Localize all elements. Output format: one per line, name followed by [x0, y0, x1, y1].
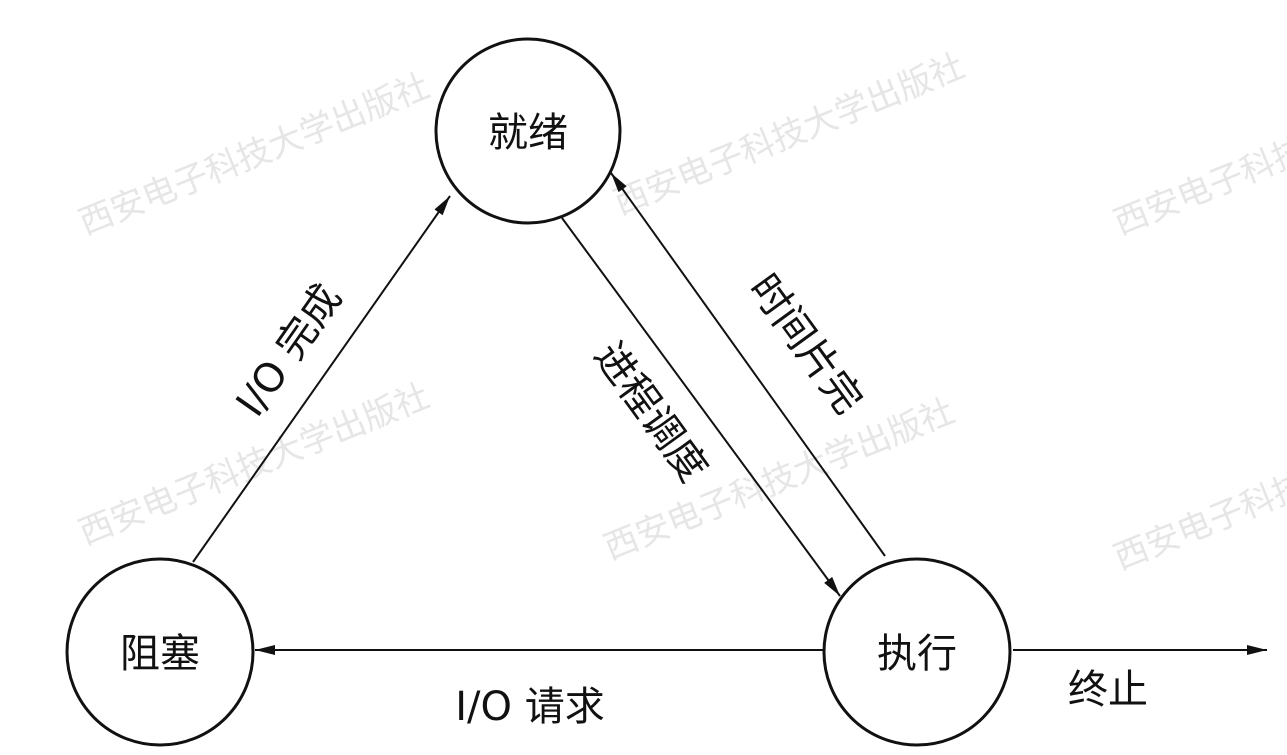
schedule-arrow: [561, 217, 841, 597]
state-ready-label: 就绪: [488, 110, 568, 156]
watermark-text: 西安电子科技大学出版社: [608, 46, 970, 223]
schedule-label: 进程调度: [585, 334, 716, 490]
state-ready: 就绪: [434, 37, 622, 225]
io-complete-arrow: [192, 195, 451, 563]
state-running: 执行: [822, 557, 1012, 747]
io-request-label: I/O 请求: [455, 684, 604, 730]
state-running-label: 执行: [877, 631, 957, 677]
io-complete-label: I/O 完成: [228, 276, 351, 425]
watermark-text: 西安电子科技大学出版社: [73, 66, 435, 243]
time-slice-arrow: [610, 172, 886, 557]
state-blocked-label: 阻塞: [120, 631, 200, 677]
watermark-text: 西安电子科技大学出版社: [1108, 66, 1287, 243]
watermark-group: 西安电子科技大学出版社 西安电子科技大学出版社 西安电子科技大学出版社 西安电子…: [73, 46, 1287, 578]
time-slice-label: 时间片完: [740, 266, 871, 422]
state-blocked: 阻塞: [65, 557, 255, 747]
watermark-text: 西安电子科技大学出版社: [1108, 401, 1287, 578]
terminate-label: 终止: [1068, 667, 1148, 713]
